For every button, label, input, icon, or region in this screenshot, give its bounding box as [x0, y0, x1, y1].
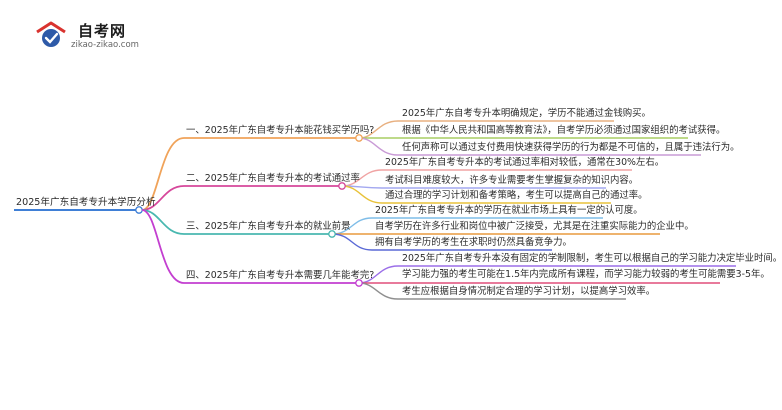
- leaf-1-1: 2025年广东自考专升本明确规定，学历不能通过金钱购买。: [402, 108, 651, 119]
- leaf-1-3-connector: [358, 137, 701, 156]
- branch-topic-3: 三、2025年广东自考专升本的就业前景: [186, 221, 351, 232]
- root-topic: 2025年广东自考专升本学历分析: [16, 197, 156, 208]
- branch-1-connector: [141, 137, 356, 211]
- branch-4-connector: [141, 209, 356, 284]
- branch-1-dot: [355, 134, 363, 142]
- branch-4-dot: [355, 279, 363, 287]
- leaf-4-3: 考生应根据自身情况制定合理的学习计划，以提高学习效率。: [402, 286, 656, 297]
- leaf-2-1: 2025年广东自考专升本的考试通过率相对较低，通常在30%左右。: [385, 157, 665, 168]
- brand-logo-icon: [34, 20, 68, 50]
- leaf-4-3-connector: [358, 282, 626, 300]
- branch-2-dot: [338, 182, 346, 190]
- brand-name: 自考网: [78, 22, 127, 40]
- leaf-2-3-connector: [341, 185, 611, 204]
- leaf-3-3: 拥有自考学历的考生在求职时仍然具备竞争力。: [375, 237, 572, 248]
- leaf-4-2: 学习能力强的考生可能在1.5年内完成所有课程，而学习能力较弱的考生可能需要3-5…: [402, 269, 770, 280]
- branch-topic-1: 一、2025年广东自考专升本能花钱买学历吗?: [186, 125, 375, 136]
- branch-3-connector: [141, 209, 329, 235]
- leaf-1-3: 任何声称可以通过支付费用快速获得学历的行为都是不可信的，且属于违法行为。: [402, 142, 740, 153]
- leaf-3-2: 自考学历在许多行业和岗位中被广泛接受，尤其是在注重实际能力的企业中。: [375, 221, 694, 232]
- leaf-2-3: 通过合理的学习计划和备考策略，考生可以提高自己的通过率。: [385, 190, 648, 201]
- branch-3-dot: [328, 230, 336, 238]
- branch-topic-4: 四、2025年广东自考专升本需要几年能考完?: [186, 270, 375, 281]
- mindmap-connectors: [14, 120, 736, 300]
- leaf-3-1: 2025年广东自考专升本的学历在就业市场上具有一定的认可度。: [375, 205, 643, 216]
- branch-topic-2: 二、2025年广东自考专升本的考试通过率: [186, 173, 360, 184]
- brand-url: zikao-zikao.com: [71, 40, 139, 50]
- mindmap-canvas: 自考网 zikao-zikao.com 2025年广东自考专升本学历分析 一、2…: [14, 20, 782, 300]
- leaf-1-2: 根据《中华人民共和国高等教育法》，自考学历必须通过国家组织的考试获得。: [402, 125, 726, 136]
- leaf-2-2: 考试科目难度较大，许多专业需要考生掌握复杂的知识内容。: [385, 175, 639, 186]
- branch-2-connector: [141, 185, 339, 211]
- leaf-4-1: 2025年广东自考专升本没有固定的学制限制，考生可以根据自己的学习能力决定毕业时…: [402, 253, 782, 264]
- leaf-3-3-connector: [331, 233, 552, 251]
